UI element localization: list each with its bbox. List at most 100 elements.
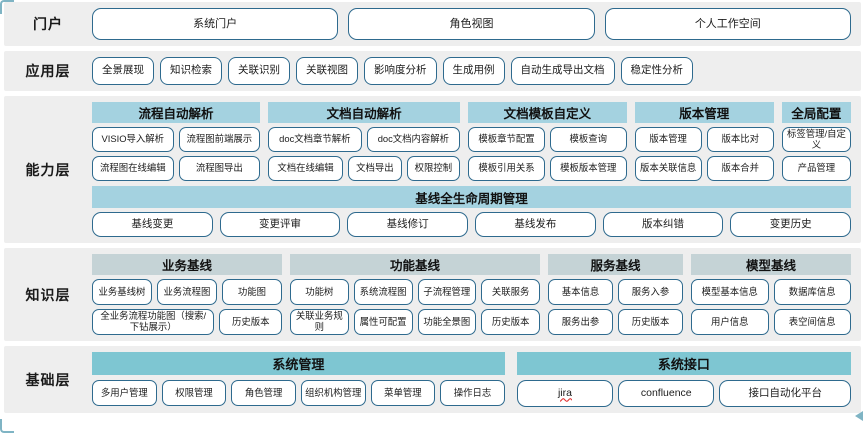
capability-item-1-2-0[interactable]: 文档在线编辑 (268, 156, 344, 181)
knowledge-group-title-1: 功能基线 (290, 254, 540, 275)
lifecycle-item-4[interactable]: 版本纠错 (602, 212, 724, 237)
baseline-lifecycle-block: 基线全生命周期管理 基线变更 变更评审 基线修订 基线发布 版本纠错 变更历史 (92, 186, 852, 237)
knowledge-item-2-1-0[interactable]: 基本信息 (548, 279, 613, 305)
application-item-1[interactable]: 知识检索 (160, 57, 222, 85)
capability-row-0-2: 流程图在线编辑 流程图导出 (92, 156, 261, 181)
knowledge-item-1-1-1[interactable]: 系统流程图 (353, 279, 413, 305)
capability-item-1-2-2[interactable]: 权限控制 (406, 156, 461, 181)
capability-group-title-4: 全局配置 (781, 102, 851, 123)
portal-item-2[interactable]: 个人工作空间 (604, 8, 851, 40)
foundation-item-1-2[interactable]: 接口自动化平台 (719, 380, 852, 407)
application-item-2[interactable]: 关联识别 (228, 57, 290, 85)
foundation-row-1: jira confluence 接口自动化平台 (516, 380, 852, 407)
knowledge-item-3-1-1[interactable]: 数据库信息 (773, 279, 851, 305)
knowledge-item-0-1-1[interactable]: 业务流程图 (157, 279, 217, 305)
knowledge-item-0-2-0[interactable]: 全业务流程功能图（搜索/下钻展示） (92, 309, 215, 335)
baseline-lifecycle-row: 基线变更 变更评审 基线修订 基线发布 版本纠错 变更历史 (92, 212, 852, 237)
layer-portal: 门户 系统门户 角色视图 个人工作空间 (4, 2, 861, 46)
portal-item-0[interactable]: 系统门户 (92, 8, 339, 40)
knowledge-row-0-2: 全业务流程功能图（搜索/下钻展示） 历史版本 (92, 309, 282, 335)
capability-group-process-parse: 流程自动解析 VISIO导入解析 流程图前端展示 流程图在线编辑 流程图导出 (92, 102, 261, 181)
capability-row-1-2: 文档在线编辑 文档导出 权限控制 (268, 156, 461, 181)
capability-item-3-1-0[interactable]: 版本管理 (634, 127, 702, 152)
capability-item-1-2-1[interactable]: 文档导出 (348, 156, 402, 181)
lifecycle-item-1[interactable]: 变更评审 (219, 212, 341, 237)
layer-label-portal: 门户 (33, 16, 63, 32)
knowledge-item-1-1-2[interactable]: 子流程管理 (417, 279, 477, 305)
knowledge-row-2-2: 服务出参 历史版本 (548, 309, 683, 335)
application-item-6[interactable]: 自动生成导出文档 (510, 57, 615, 85)
application-item-3[interactable]: 关联视图 (296, 57, 358, 85)
capability-item-4-1-0[interactable]: 标签管理/自定义 (781, 127, 851, 152)
baseline-lifecycle-title: 基线全生命周期管理 (92, 186, 851, 208)
capability-item-2-1-0[interactable]: 模板章节配置 (468, 127, 545, 152)
foundation-group-system-interface: 系统接口 jira confluence 接口自动化平台 (516, 352, 852, 407)
foundation-row-0: 多用户管理 权限管理 角色管理 组织机构管理 菜单管理 操作日志 (92, 380, 505, 406)
foundation-item-1-0-jira[interactable]: jira (516, 380, 614, 407)
portal-item-1[interactable]: 角色视图 (348, 8, 595, 40)
capability-item-2-1-1[interactable]: 模板查询 (549, 127, 627, 152)
application-item-0[interactable]: 全景展现 (92, 57, 154, 85)
capability-item-0-1-1[interactable]: 流程图前端展示 (178, 127, 261, 152)
layer-body-foundation: 系统管理 多用户管理 权限管理 角色管理 组织机构管理 菜单管理 操作日志 系统… (92, 352, 852, 407)
knowledge-row-1-1: 功能树 系统流程图 子流程管理 关联服务 (290, 279, 540, 305)
foundation-item-0-0[interactable]: 多用户管理 (92, 380, 157, 406)
capability-group-title-3: 版本管理 (634, 102, 774, 123)
capability-item-1-1-0[interactable]: doc文档章节解析 (268, 127, 362, 152)
lifecycle-item-0[interactable]: 基线变更 (92, 212, 213, 237)
knowledge-item-2-1-1[interactable]: 服务入参 (618, 279, 683, 305)
capability-row-1-1: doc文档章节解析 doc文档内容解析 (268, 127, 461, 152)
capability-item-0-2-0[interactable]: 流程图在线编辑 (92, 156, 174, 181)
knowledge-row-3-1: 模型基本信息 数据库信息 (691, 279, 851, 305)
knowledge-item-1-2-2[interactable]: 功能全景图 (417, 309, 477, 335)
capability-item-2-2-0[interactable]: 模板引用关系 (468, 156, 545, 181)
knowledge-item-0-1-0[interactable]: 业务基线树 (92, 279, 152, 305)
capability-row-4-2: 产品管理 (781, 156, 851, 181)
capability-item-2-2-1[interactable]: 模板版本管理 (549, 156, 627, 181)
layer-body-portal: 系统门户 角色视图 个人工作空间 (92, 8, 851, 40)
capability-item-4-2-0[interactable]: 产品管理 (781, 156, 851, 181)
layer-foundation: 基础层 系统管理 多用户管理 权限管理 角色管理 组织机构管理 菜单管理 操作日… (4, 346, 861, 413)
foundation-item-1-1-confluence[interactable]: confluence (618, 380, 715, 407)
knowledge-group-model-baseline: 模型基线 模型基本信息 数据库信息 用户信息 表空间信息 (691, 254, 851, 335)
foundation-item-0-2[interactable]: 角色管理 (231, 380, 296, 406)
capability-row-3-2: 版本关联信息 版本合并 (634, 156, 774, 181)
knowledge-item-1-2-0[interactable]: 关联业务规则 (290, 309, 349, 335)
foundation-item-0-1[interactable]: 权限管理 (161, 380, 227, 406)
knowledge-item-3-2-1[interactable]: 表空间信息 (773, 309, 851, 335)
application-item-5[interactable]: 生成用例 (442, 57, 505, 85)
application-item-4[interactable]: 影响度分析 (364, 57, 437, 85)
capability-item-3-2-1[interactable]: 版本合并 (706, 156, 774, 181)
lifecycle-item-5[interactable]: 变更历史 (730, 212, 852, 237)
knowledge-item-3-1-0[interactable]: 模型基本信息 (691, 279, 769, 305)
knowledge-group-title-3: 模型基线 (691, 254, 851, 275)
capability-item-1-1-1[interactable]: doc文档内容解析 (366, 127, 461, 152)
knowledge-row-0-1: 业务基线树 业务流程图 功能图 (92, 279, 282, 305)
foundation-item-0-4[interactable]: 菜单管理 (370, 380, 436, 406)
knowledge-item-1-1-3[interactable]: 关联服务 (481, 279, 540, 305)
foundation-item-0-5[interactable]: 操作日志 (440, 380, 505, 406)
lifecycle-item-2[interactable]: 基线修订 (347, 212, 469, 237)
knowledge-group-row: 业务基线 业务基线树 业务流程图 功能图 全业务流程功能图（搜索/下钻展示） 历… (92, 254, 851, 335)
layer-label-application: 应用层 (25, 63, 71, 79)
knowledge-row-2-1: 基本信息 服务入参 (548, 279, 683, 305)
knowledge-item-0-2-1[interactable]: 历史版本 (219, 309, 282, 335)
knowledge-item-3-2-0[interactable]: 用户信息 (691, 309, 769, 335)
foundation-item-0-3[interactable]: 组织机构管理 (300, 380, 366, 406)
capability-item-3-1-1[interactable]: 版本比对 (706, 127, 774, 152)
layer-body-capability: 流程自动解析 VISIO导入解析 流程图前端展示 流程图在线编辑 流程图导出 文… (92, 102, 852, 237)
capability-item-0-1-0[interactable]: VISIO导入解析 (92, 127, 174, 152)
knowledge-item-2-2-1[interactable]: 历史版本 (618, 309, 683, 335)
knowledge-item-1-2-3[interactable]: 历史版本 (481, 309, 540, 335)
knowledge-item-2-2-0[interactable]: 服务出参 (548, 309, 613, 335)
knowledge-item-1-1-0[interactable]: 功能树 (290, 279, 349, 305)
capability-group-row: 流程自动解析 VISIO导入解析 流程图前端展示 流程图在线编辑 流程图导出 文… (92, 102, 851, 181)
foundation-group-title-1: 系统接口 (516, 352, 851, 375)
knowledge-item-0-1-2[interactable]: 功能图 (222, 279, 282, 305)
application-item-7[interactable]: 稳定性分析 (620, 57, 693, 85)
capability-group-title-1: 文档自动解析 (268, 102, 461, 123)
capability-item-0-2-1[interactable]: 流程图导出 (178, 156, 261, 181)
knowledge-item-1-2-1[interactable]: 属性可配置 (353, 309, 413, 335)
lifecycle-item-3[interactable]: 基线发布 (475, 212, 596, 237)
capability-item-3-2-0[interactable]: 版本关联信息 (634, 156, 702, 181)
